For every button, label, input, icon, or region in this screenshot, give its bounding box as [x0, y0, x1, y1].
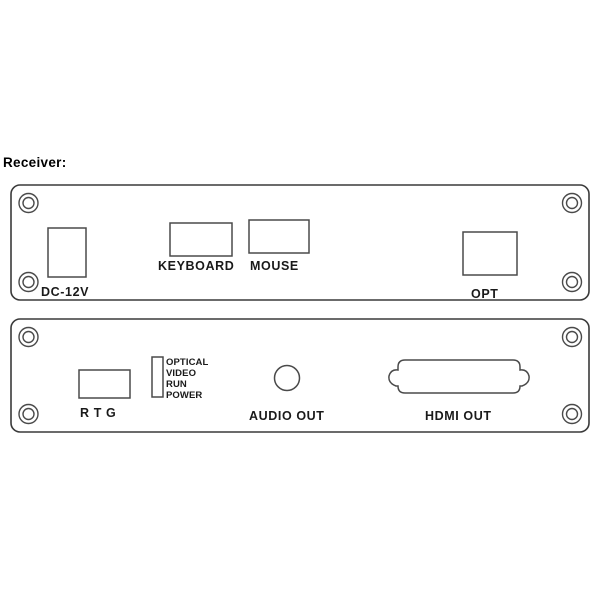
- keyboard-port[interactable]: [169, 222, 233, 257]
- screw-bottom-left: [18, 271, 39, 293]
- rear-panel: DC-12V KEYBOARD MOUSE OPT: [10, 184, 590, 301]
- rtg-label: R T G: [80, 406, 116, 420]
- opt-label: OPT: [471, 287, 499, 301]
- hdmi-out-label: HDMI OUT: [425, 409, 492, 423]
- front-panel: R T G OPTICAL VIDEO RUN POWER AUDIO OUT …: [10, 318, 590, 433]
- screw-top-right: [561, 192, 583, 214]
- led-indicator-strip: [151, 356, 164, 398]
- led-video-label: VIDEO: [166, 368, 196, 379]
- mouse-label: MOUSE: [250, 259, 299, 273]
- keyboard-label: KEYBOARD: [158, 259, 234, 273]
- screw-front-top-left: [18, 326, 39, 348]
- rtg-terminal[interactable]: [78, 369, 131, 399]
- led-power-label: POWER: [166, 390, 202, 401]
- dc-power-port[interactable]: [47, 227, 87, 278]
- screw-front-bottom-left: [18, 403, 39, 425]
- hdmi-out-port[interactable]: [388, 359, 530, 394]
- audio-out-jack[interactable]: [273, 364, 301, 392]
- led-run-label: RUN: [166, 379, 187, 390]
- audio-out-label: AUDIO OUT: [249, 409, 325, 423]
- led-optical-label: OPTICAL: [166, 357, 208, 368]
- screw-bottom-right: [561, 271, 583, 293]
- opt-port[interactable]: [462, 231, 518, 276]
- screw-front-top-right: [561, 326, 583, 348]
- screw-top-left: [18, 192, 39, 214]
- page-title: Receiver:: [3, 155, 67, 170]
- dc-power-label: DC-12V: [41, 285, 89, 299]
- screw-front-bottom-right: [561, 403, 583, 425]
- mouse-port[interactable]: [248, 219, 310, 254]
